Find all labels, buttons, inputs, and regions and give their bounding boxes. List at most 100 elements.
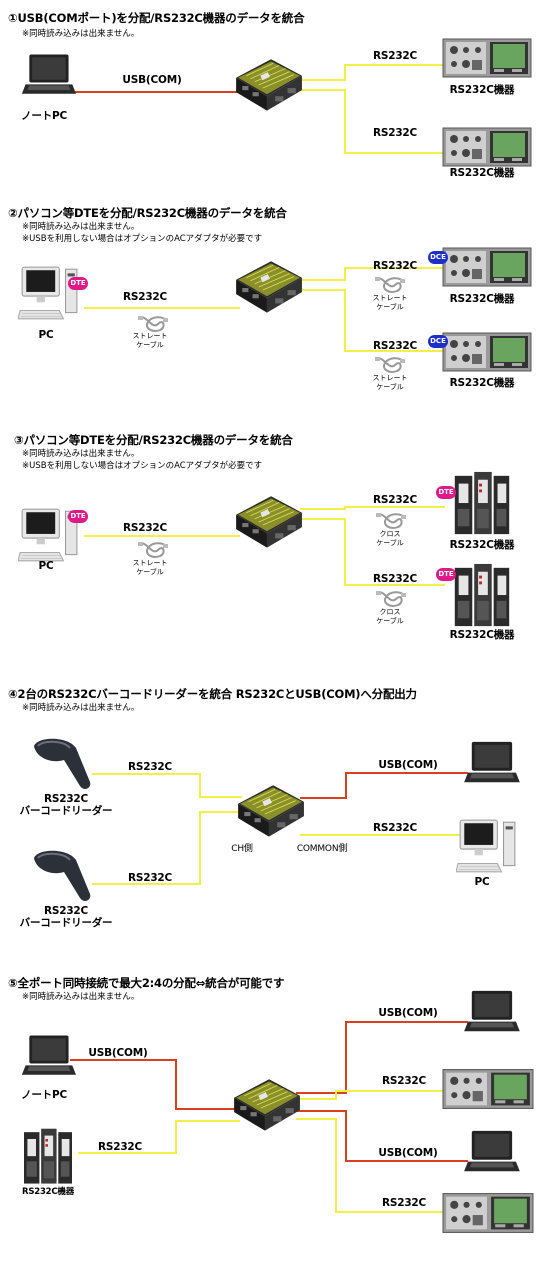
laptop-icon [462, 989, 520, 1037]
barcode-scanner-icon [28, 734, 98, 794]
plc-rack-icon [452, 470, 512, 538]
line-label: USB(COM) [378, 1147, 438, 1159]
cable-icon [138, 312, 168, 334]
usb-line [70, 1059, 240, 1110]
device-label: ノートPC [21, 1089, 67, 1101]
connection-lines [84, 506, 445, 586]
rs232-equipment-icon [442, 127, 532, 167]
section-1: ①USB(COMポート)を分配/RS232C機器のデータを統合 ※同時読み込みは… [0, 10, 540, 185]
note: ※同時読み込みは出来ません。 [22, 703, 140, 713]
common-side-label: COMMON側 [296, 844, 348, 854]
cable-icon [376, 509, 406, 531]
connection-lines [84, 267, 445, 352]
section-5: ⑤全ポート同時接続で最大2:4の分配⇔統合が可能です ※同時読み込みは出来ません… [0, 975, 540, 1255]
connection-lines [70, 64, 445, 154]
barcode-scanner-icon [28, 846, 98, 906]
line-label: USB(COM) [378, 1007, 438, 1019]
rs232-line [300, 267, 445, 281]
section-title: ①USB(COMポート)を分配/RS232C機器のデータを統合 [8, 11, 305, 25]
note: ※同時読み込みは出来ません。 [22, 222, 140, 232]
line-label: RS232C [372, 260, 418, 272]
device-label: RS232C機器 [449, 629, 515, 641]
note: ※同時読み込みは出来ません。 [22, 29, 140, 39]
rs232-line [296, 1118, 446, 1213]
cable-icon [376, 587, 406, 609]
note: ※同時読み込みは出来ません。 [22, 992, 140, 1002]
section-title: ⑤全ポート同時接続で最大2:4の分配⇔統合が可能です [8, 976, 285, 990]
cable-icon [375, 273, 405, 295]
laptop-icon [20, 52, 76, 100]
plc-rack-icon [452, 562, 512, 630]
section-title: ②パソコン等DTEを分配/RS232C機器のデータを統合 [8, 206, 287, 220]
line-label: RS232C [381, 1075, 427, 1087]
rs232-line [300, 89, 445, 154]
cable-label: ストレートケーブル [132, 559, 168, 576]
section-title: ③パソコン等DTEを分配/RS232C機器のデータを統合 [14, 433, 293, 447]
laptop-icon [20, 1033, 76, 1081]
ch-side-label: CH側 [231, 844, 253, 854]
device-label: RS232C機器 [449, 377, 515, 389]
cable-icon [138, 538, 168, 560]
device-label: RS232C機器 [449, 167, 515, 179]
device-label: RS232C バーコードリーダー [19, 905, 113, 929]
line-label: USB(COM) [378, 759, 438, 771]
connection-lines [70, 1021, 468, 1213]
rs232-line [300, 64, 445, 81]
line-label: RS232C [372, 127, 418, 139]
line-label: RS232C [97, 1141, 143, 1153]
pc-icon [456, 816, 518, 878]
cable-icon [375, 353, 405, 375]
rs232-equipment-icon [442, 247, 532, 287]
cable-label: ストレートケーブル [372, 374, 408, 391]
connection-lines [92, 772, 468, 885]
hub-icon [232, 257, 304, 319]
laptop-icon [462, 1129, 520, 1177]
device-label: RS232C機器 [449, 84, 515, 96]
rs232-equipment-icon [442, 1191, 534, 1235]
section-4: ④2台のRS232Cバーコードリーダーを統合 RS232CとUSB(COM)へ分… [0, 686, 540, 929]
hub-icon [234, 781, 306, 843]
line-label: RS232C [122, 291, 168, 303]
line-label: RS232C [372, 822, 418, 834]
rs232-equipment-icon [442, 1067, 534, 1111]
rs232-line [92, 811, 242, 885]
cable-label: クロスケーブル [376, 608, 404, 625]
section-3: ③パソコン等DTEを分配/RS232C機器のデータを統合 ※同時読み込みは出来ま… [0, 432, 540, 647]
rs232-equipment-icon [442, 332, 532, 372]
section-2: ②パソコン等DTEを分配/RS232C機器のデータを統合 ※同時読み込みは出来ま… [0, 205, 540, 400]
dte-badge: DTE [68, 510, 88, 523]
cable-label: ストレートケーブル [372, 294, 408, 311]
rs232-line [300, 518, 445, 586]
usb-line [296, 1110, 468, 1162]
device-label: PC [474, 876, 490, 888]
rs232-line [92, 773, 242, 798]
cable-label: ストレートケーブル [132, 332, 168, 349]
rs232-equipment-icon [442, 38, 532, 78]
line-label: RS232C [127, 761, 173, 773]
line-label: RS232C [372, 50, 418, 62]
note: ※USBを利用しない場合はオプションのACアダプタが必要です [22, 461, 263, 471]
dce-badge: DCE [428, 251, 448, 264]
note: ※USBを利用しない場合はオプションのACアダプタが必要です [22, 234, 263, 244]
line-label: RS232C [372, 340, 418, 352]
rs232-line [296, 1090, 446, 1100]
usb-line [296, 1021, 468, 1094]
device-label: PC [38, 560, 54, 572]
device-label: ノートPC [21, 110, 67, 122]
line-label: USB(COM) [88, 1047, 148, 1059]
hub-icon [232, 492, 304, 554]
laptop-icon [462, 740, 520, 788]
plc-rack-icon [22, 1127, 74, 1187]
usb-line [300, 772, 468, 799]
rs232-line [78, 1120, 240, 1154]
line-label: RS232C [372, 494, 418, 506]
note: ※同時読み込みは出来ません。 [22, 449, 140, 459]
dte-badge: DTE [436, 486, 456, 499]
rs232-line [300, 289, 445, 352]
rs232-line [300, 506, 445, 510]
dte-badge: DTE [436, 568, 456, 581]
hub-icon [230, 1075, 302, 1137]
dce-badge: DCE [428, 335, 448, 348]
device-label: RS232C機器 [449, 293, 515, 305]
section-title: ④2台のRS232Cバーコードリーダーを統合 RS232CとUSB(COM)へ分… [8, 687, 417, 701]
